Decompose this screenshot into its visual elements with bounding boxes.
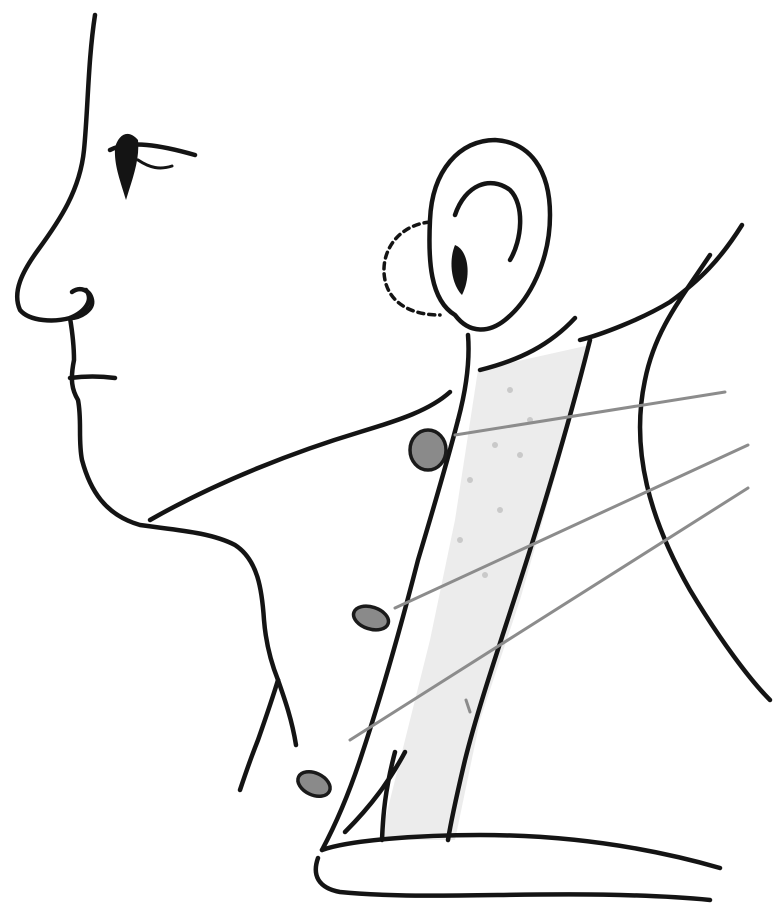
ear-icon: [429, 140, 550, 330]
clavicle-upper-edge: [322, 835, 720, 868]
larynx-outline: [240, 680, 278, 790]
larynx-notch: [278, 680, 296, 745]
eye-icon: [110, 134, 195, 200]
guide-line-3: [350, 488, 748, 740]
shoulder-trapezius-line: [640, 255, 770, 700]
lymph-node-lower: [294, 767, 334, 801]
clavicle-lower-edge: [316, 858, 710, 900]
lymph-node-middle: [350, 602, 391, 634]
lymph-node-upper: [410, 430, 446, 470]
mouth-line: [70, 377, 115, 379]
jaw-line: [150, 392, 450, 520]
guide-line-2: [395, 445, 748, 608]
mastoid-line: [458, 335, 469, 420]
posterior-neck-line: [580, 225, 742, 340]
face-profile-outline: [17, 15, 278, 680]
